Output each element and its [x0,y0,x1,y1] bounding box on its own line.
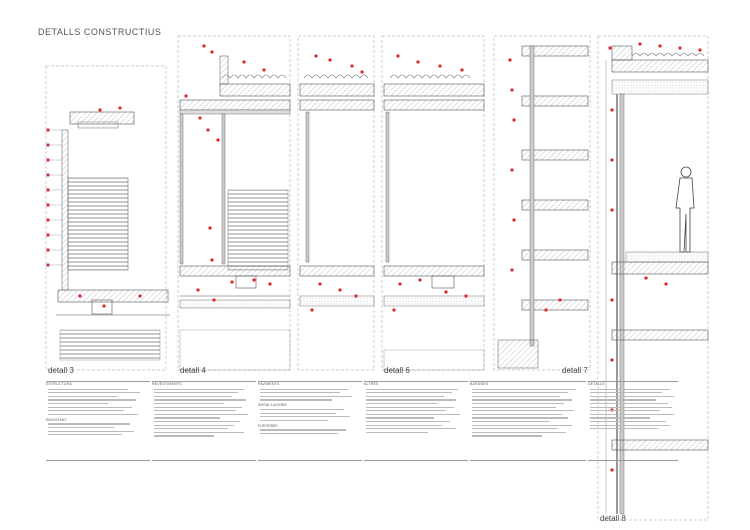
legend-column-other: ALTRES [364,381,468,461]
detail-6-label: detall 6 [384,366,410,375]
legend-heading: ALTRES [364,382,379,386]
detail-3-bottom-slab [57,289,169,303]
legend-subheading: INSTAL·LACIONS [258,403,287,408]
legend-subheading-2: FUSTERIES [258,423,278,428]
detail-8-drawing [597,35,709,521]
legend-column-flooring: PAVIMENTS INSTAL·LACIONS FUSTERIES [258,381,362,461]
detail-4-drawing [177,35,291,371]
detail-7-label: detall 7 [562,366,588,375]
legend-heading: BARANES [470,382,489,386]
detail-8-curtain-wall [619,93,625,515]
legend-column-structure: ESTRUCTURA ENVOLTANT [46,381,150,461]
legend-column-railings: BARANES [470,381,586,461]
legend-subheading: ENVOLTANT [46,417,67,422]
detail-3-wall [61,129,69,291]
legend-heading: ESTRUCTURA [46,382,72,386]
detail-8-floor-slab [611,261,709,275]
detail-7-mullion [529,45,535,347]
human-figure-icon [675,166,695,253]
detail-7-frame [493,35,591,371]
detail-4-floor-slab [179,265,291,277]
detail-8-frame [597,35,709,521]
legend-column-finishes: REVESTIMENTS [152,381,256,461]
legend-heading: PAVIMENTS [258,382,280,386]
detail-5-frame [297,35,375,371]
detail-3-drawing [45,65,170,371]
detail-4-label: detall 4 [180,366,206,375]
sheet-title: DETALLS CONSTRUCTIUS [38,27,162,37]
detail-3-frame [45,65,167,371]
detail-4-roof-slab [219,83,291,97]
legend-heading: REVESTIMENTS [152,382,182,386]
detail-5-drawing [297,35,375,371]
detail-6-drawing [381,35,485,371]
legend-heading: DETALLS [588,382,605,386]
detail-7-drawing [493,35,591,371]
legend-column-details: DETALLS [588,381,678,461]
detail-3-louvers [67,177,129,271]
detail-3-label: detall 3 [48,366,74,375]
detail-8-label: detall 8 [600,514,626,523]
